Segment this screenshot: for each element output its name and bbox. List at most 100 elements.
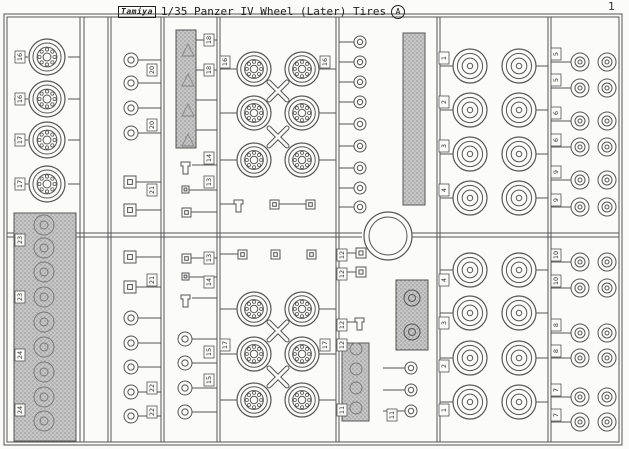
part-number: 4: [440, 188, 448, 192]
disc-outer: [353, 139, 367, 153]
small-square: [270, 249, 281, 260]
wheel-bolt: [295, 153, 299, 157]
square-inner: [309, 252, 314, 257]
wheel-bolt: [50, 176, 55, 181]
part-number-box: [203, 275, 215, 289]
ring-hub: [466, 398, 474, 406]
disc-inner: [181, 384, 189, 392]
small-disc: [123, 384, 139, 400]
part-number: 20: [148, 66, 156, 74]
ring-inner: [461, 349, 479, 367]
idler-disc-mid: [574, 141, 586, 153]
hatched-wheel: [33, 410, 55, 432]
small-square: [306, 249, 317, 260]
wheel-bolt: [305, 62, 309, 66]
hatched-wheel-hub: [39, 317, 49, 327]
wheel-rim: [236, 142, 272, 178]
wheel-bolt: [257, 72, 261, 76]
idler-disc: [597, 348, 617, 368]
part-number: 3: [440, 144, 448, 148]
bracket-part: [233, 199, 244, 213]
wheel-bolt: [44, 89, 50, 94]
wheel-bolt: [50, 60, 55, 65]
ring-mid: [456, 344, 484, 372]
hatched-wheel: [33, 361, 55, 383]
part-number-label: 9: [550, 165, 562, 179]
hatched-triangle: [181, 132, 195, 147]
wheel-bolt: [44, 174, 50, 179]
wheel-bolt: [305, 302, 309, 306]
wheel-bolt: [252, 405, 256, 410]
part-number-label: 13: [203, 251, 215, 265]
part-number-box: [550, 408, 562, 422]
wheel-hub: [249, 395, 259, 405]
idler-disc-hub: [604, 330, 610, 336]
idler-disc-hub: [604, 259, 610, 265]
wheel-disc: [244, 344, 264, 364]
hatch-region: [13, 212, 77, 442]
part-number: 24: [16, 351, 24, 359]
disc-inner: [181, 359, 189, 367]
wheel-bolt: [39, 176, 44, 181]
wheel-hub: [249, 349, 259, 359]
wheel-bolt: [305, 347, 309, 351]
idler-disc-hub: [577, 204, 583, 210]
small-square: [355, 247, 367, 259]
idler-disc-mid: [574, 391, 586, 403]
ring-mid: [456, 388, 484, 416]
square-outer: [355, 266, 367, 278]
ring-outer: [452, 48, 488, 84]
part-number-label: 18: [203, 63, 215, 77]
small-disc: [123, 125, 139, 141]
ring-inner: [461, 393, 479, 411]
wheel-disc: [292, 299, 312, 319]
disc-inner: [356, 164, 364, 172]
part-number: 11: [388, 411, 396, 419]
wheel-bolt: [247, 116, 251, 120]
part-number-box: [550, 193, 562, 207]
wheel-bolt: [295, 72, 299, 76]
wheel-bolt: [300, 299, 304, 304]
wheel-rim: [284, 382, 320, 418]
part-number-box: [438, 183, 450, 197]
idler-disc-mid: [574, 416, 586, 428]
ring-mid: [505, 299, 533, 327]
idler-disc-mid: [574, 256, 586, 268]
wheel-rim: [236, 382, 272, 418]
part-number-box: [203, 63, 215, 77]
ring-inner: [510, 261, 528, 279]
part-number-box: [438, 273, 450, 287]
disc-inner: [356, 98, 364, 106]
ring-wheel: [501, 340, 537, 376]
sheet-letter: A: [391, 4, 406, 19]
square-inner: [273, 252, 278, 257]
wheel-rim: [284, 336, 320, 372]
wheel-bolt: [50, 91, 55, 96]
part-number-box: [336, 403, 348, 417]
part-number-label: 24: [14, 403, 26, 417]
idler-disc-mid: [574, 82, 586, 94]
part-number-box: [203, 345, 215, 359]
square-inner: [127, 284, 133, 290]
wheel-rim: [284, 51, 320, 87]
wheel-bolt: [305, 153, 309, 157]
square-inner: [127, 179, 133, 185]
part-number-label: 14: [203, 151, 215, 165]
wheel-bolt: [252, 150, 256, 155]
part-number-box: [550, 344, 562, 358]
wheel-bolt: [39, 60, 44, 65]
wheel-bolt: [39, 102, 44, 107]
wheel-disc: [36, 46, 58, 68]
ring-inner: [461, 189, 479, 207]
ring-hub: [515, 266, 523, 274]
wheel-disc: [36, 173, 58, 195]
part-number-box: [219, 55, 231, 69]
wheel-bolt: [257, 302, 261, 306]
square-inner: [240, 252, 245, 257]
wheel-bolt: [295, 312, 299, 316]
bracket-part: [180, 161, 191, 175]
idler-disc: [597, 278, 617, 298]
cross-b-fill: [267, 80, 289, 102]
wheel-hub: [297, 155, 307, 165]
